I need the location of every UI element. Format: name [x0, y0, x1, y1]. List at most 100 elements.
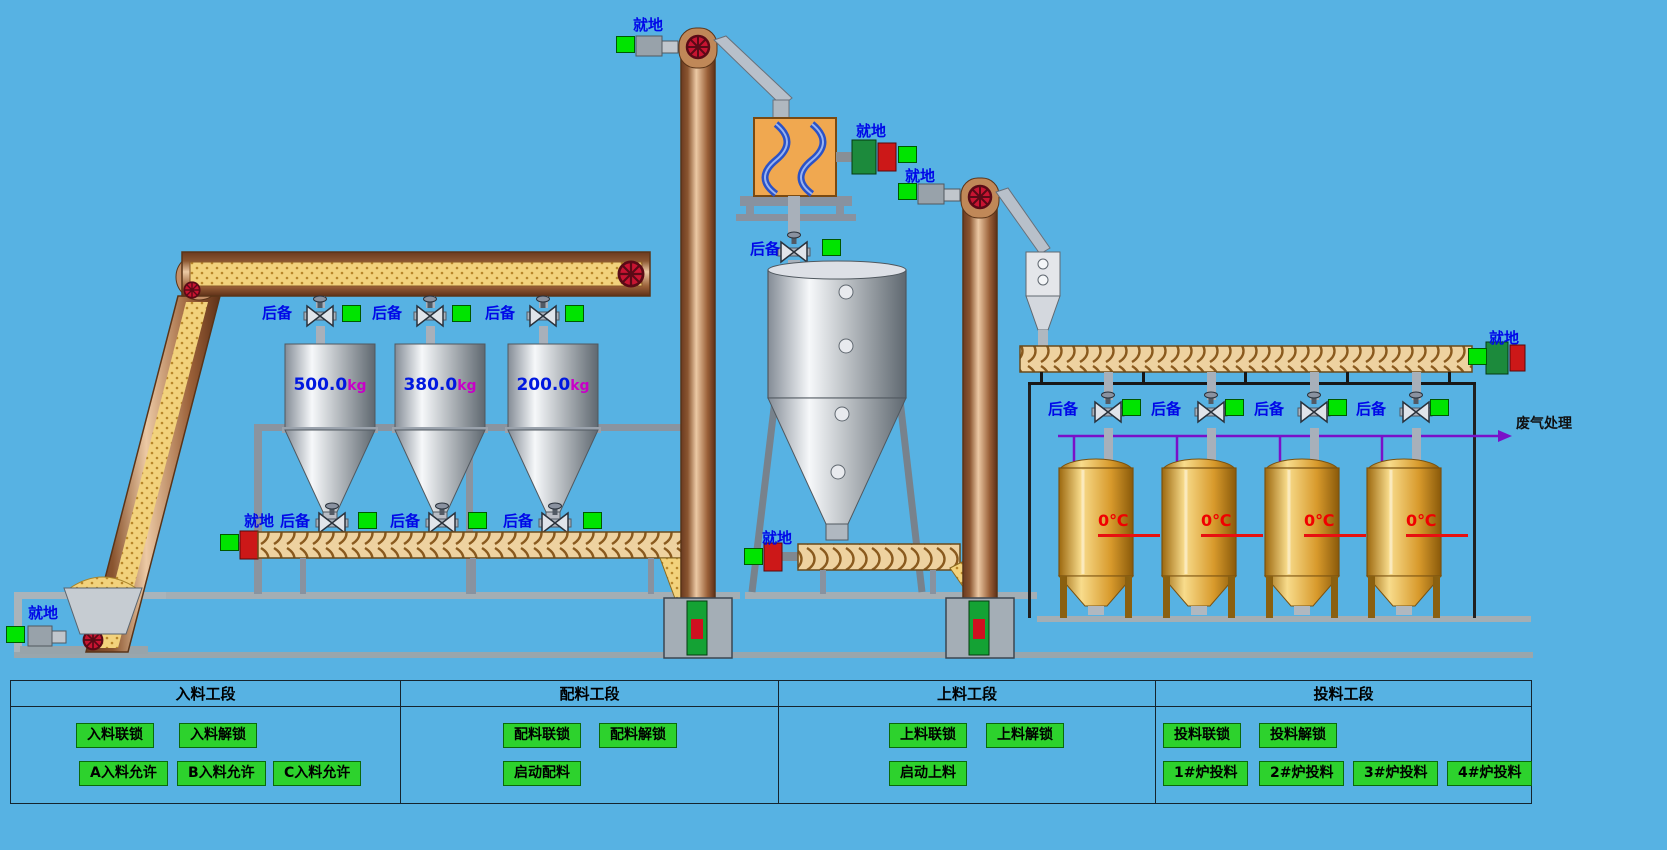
status-indicator-infeed	[6, 626, 25, 643]
furnace-tank-4	[1365, 458, 1468, 618]
mixer-outlet-valve	[777, 196, 811, 272]
cyclone-hopper	[1025, 251, 1061, 348]
motor-block-icon	[27, 625, 53, 647]
local-label-elevator2: 就地	[905, 167, 936, 185]
btn-feed-unlock[interactable]: 入料解锁	[179, 723, 257, 748]
btn-feed-interlock[interactable]: 入料联锁	[76, 723, 154, 748]
storage-silo	[748, 260, 926, 593]
btn-dose-furnace-4[interactable]: 4#炉投料	[1447, 761, 1533, 786]
btn-dose-furnace-3[interactable]: 3#炉投料	[1353, 761, 1439, 786]
motor-block-icon	[239, 530, 259, 560]
red-pulley-wheel-icon	[685, 34, 711, 60]
status-indicator-distribution-screw	[1468, 348, 1487, 365]
motor-block-icon	[635, 35, 663, 57]
rotary-valve-icon	[1194, 391, 1228, 423]
backup-label-silo2-inlet: 后备	[372, 304, 403, 322]
waste-gas-label: 废气处理	[1516, 416, 1572, 432]
rotary-valve-icon	[413, 295, 447, 327]
local-label-elevator1: 就地	[633, 16, 664, 34]
weigh-silo-2	[392, 343, 488, 525]
btn-dose-furnace-2[interactable]: 2#炉投料	[1259, 761, 1345, 786]
status-indicator-weigh-screw	[220, 534, 239, 551]
btn-load-interlock[interactable]: 上料联锁	[889, 723, 967, 748]
section-title-feeding: 入料工段	[11, 681, 401, 707]
rotary-valve-icon	[526, 295, 560, 327]
section-title-dosing: 投料工段	[1156, 681, 1531, 707]
bucket-elevator-1	[635, 27, 733, 659]
pipe-elevator1-mixer	[713, 35, 793, 121]
status-indicator-transfer-screw	[744, 548, 763, 565]
weigh-screw-conveyor	[222, 530, 703, 613]
status-indicator-silo3-outlet	[583, 512, 602, 529]
silo-weight-3: 200.0kg	[516, 375, 590, 395]
btn-dose-interlock[interactable]: 投料联锁	[1163, 723, 1241, 748]
status-indicator-tank4-inlet	[1430, 399, 1449, 416]
tank-temp-1: 0℃	[1098, 511, 1129, 530]
btn-batch-start[interactable]: 启动配料	[503, 761, 581, 786]
silo-weight-1: 500.0kg	[293, 375, 367, 395]
silo-weight-2: 380.0kg	[403, 375, 477, 395]
status-indicator-silo2-inlet	[452, 305, 471, 322]
status-indicator-mixer	[898, 146, 917, 163]
status-indicator-tank3-inlet	[1328, 399, 1347, 416]
infeed-hopper	[27, 576, 143, 651]
top-conveyor	[181, 251, 651, 299]
backup-label-mixer-outlet: 后备	[750, 240, 781, 258]
status-indicator-elevator2	[898, 183, 917, 200]
backup-label-silo1-outlet: 后备	[280, 512, 311, 530]
btn-dose-unlock[interactable]: 投料解锁	[1259, 723, 1337, 748]
transfer-screw-conveyor	[763, 542, 1003, 615]
rotary-valve-icon	[1399, 391, 1433, 423]
local-label-distribution-screw: 就地	[1489, 329, 1520, 347]
btn-load-unlock[interactable]: 上料解锁	[986, 723, 1064, 748]
section-body-batching: 配料联锁 配料解锁 启动配料	[401, 707, 779, 803]
section-body-loading: 上料联锁 上料解锁 启动上料	[779, 707, 1156, 803]
section-title-loading: 上料工段	[779, 681, 1156, 707]
backup-label-silo1-inlet: 后备	[262, 304, 293, 322]
distribution-screw-conveyor	[1019, 341, 1526, 618]
tank-temp-3: 0℃	[1304, 511, 1335, 530]
section-body-dosing: 投料联锁 投料解锁 1#炉投料 2#炉投料 3#炉投料 4#炉投料	[1156, 707, 1533, 803]
backup-label-tank4-inlet: 后备	[1356, 400, 1387, 418]
silo-inlet-valves	[303, 295, 560, 344]
backup-label-silo2-outlet: 后备	[390, 512, 421, 530]
control-panel: 入料工段 配料工段 上料工段 投料工段 入料联锁 入料解锁 A入料允许 B入料允…	[10, 680, 1533, 804]
status-indicator-silo2-outlet	[468, 512, 487, 529]
btn-feed-allow-b[interactable]: B入料允许	[177, 761, 266, 786]
status-indicator-tank2-inlet	[1225, 399, 1244, 416]
btn-dose-furnace-1[interactable]: 1#炉投料	[1163, 761, 1249, 786]
btn-feed-allow-a[interactable]: A入料允许	[79, 761, 168, 786]
rotary-valve-icon	[777, 231, 811, 263]
motor-block-icon	[917, 183, 945, 205]
backup-label-tank2-inlet: 后备	[1151, 400, 1182, 418]
tank-temp-2: 0℃	[1201, 511, 1232, 530]
status-indicator-silo1-outlet	[358, 512, 377, 529]
backup-label-tank1-inlet: 后备	[1048, 400, 1079, 418]
status-indicator-silo3-inlet	[565, 305, 584, 322]
status-indicator-silo1-inlet	[342, 305, 361, 322]
status-indicator-tank1-inlet	[1122, 399, 1141, 416]
furnace-tank-3	[1263, 458, 1366, 618]
local-label-mixer: 就地	[856, 122, 887, 140]
bucket-elevator-2	[917, 177, 1015, 659]
backup-label-silo3-inlet: 后备	[485, 304, 516, 322]
motor-block-icon	[763, 542, 783, 572]
motor-block-icon	[1509, 344, 1526, 372]
btn-batch-interlock[interactable]: 配料联锁	[503, 723, 581, 748]
btn-load-start[interactable]: 启动上料	[889, 761, 967, 786]
rotary-valve-icon	[1091, 391, 1125, 423]
motor-block-icon	[851, 139, 877, 175]
status-indicator-mixer-outlet	[822, 239, 841, 256]
section-title-batching: 配料工段	[401, 681, 779, 707]
rotary-valve-icon	[303, 295, 337, 327]
local-label-infeed: 就地	[28, 604, 59, 622]
backup-label-silo3-outlet: 后备	[503, 512, 534, 530]
backup-label-tank3-inlet: 后备	[1254, 400, 1285, 418]
btn-feed-allow-c[interactable]: C入料允许	[273, 761, 362, 786]
motor-block-icon	[877, 142, 897, 172]
rotary-valve-icon	[1297, 391, 1331, 423]
pipe-elevator2-cyclone	[995, 187, 1051, 255]
btn-batch-unlock[interactable]: 配料解锁	[599, 723, 677, 748]
local-label-transfer-screw: 就地	[762, 529, 793, 547]
